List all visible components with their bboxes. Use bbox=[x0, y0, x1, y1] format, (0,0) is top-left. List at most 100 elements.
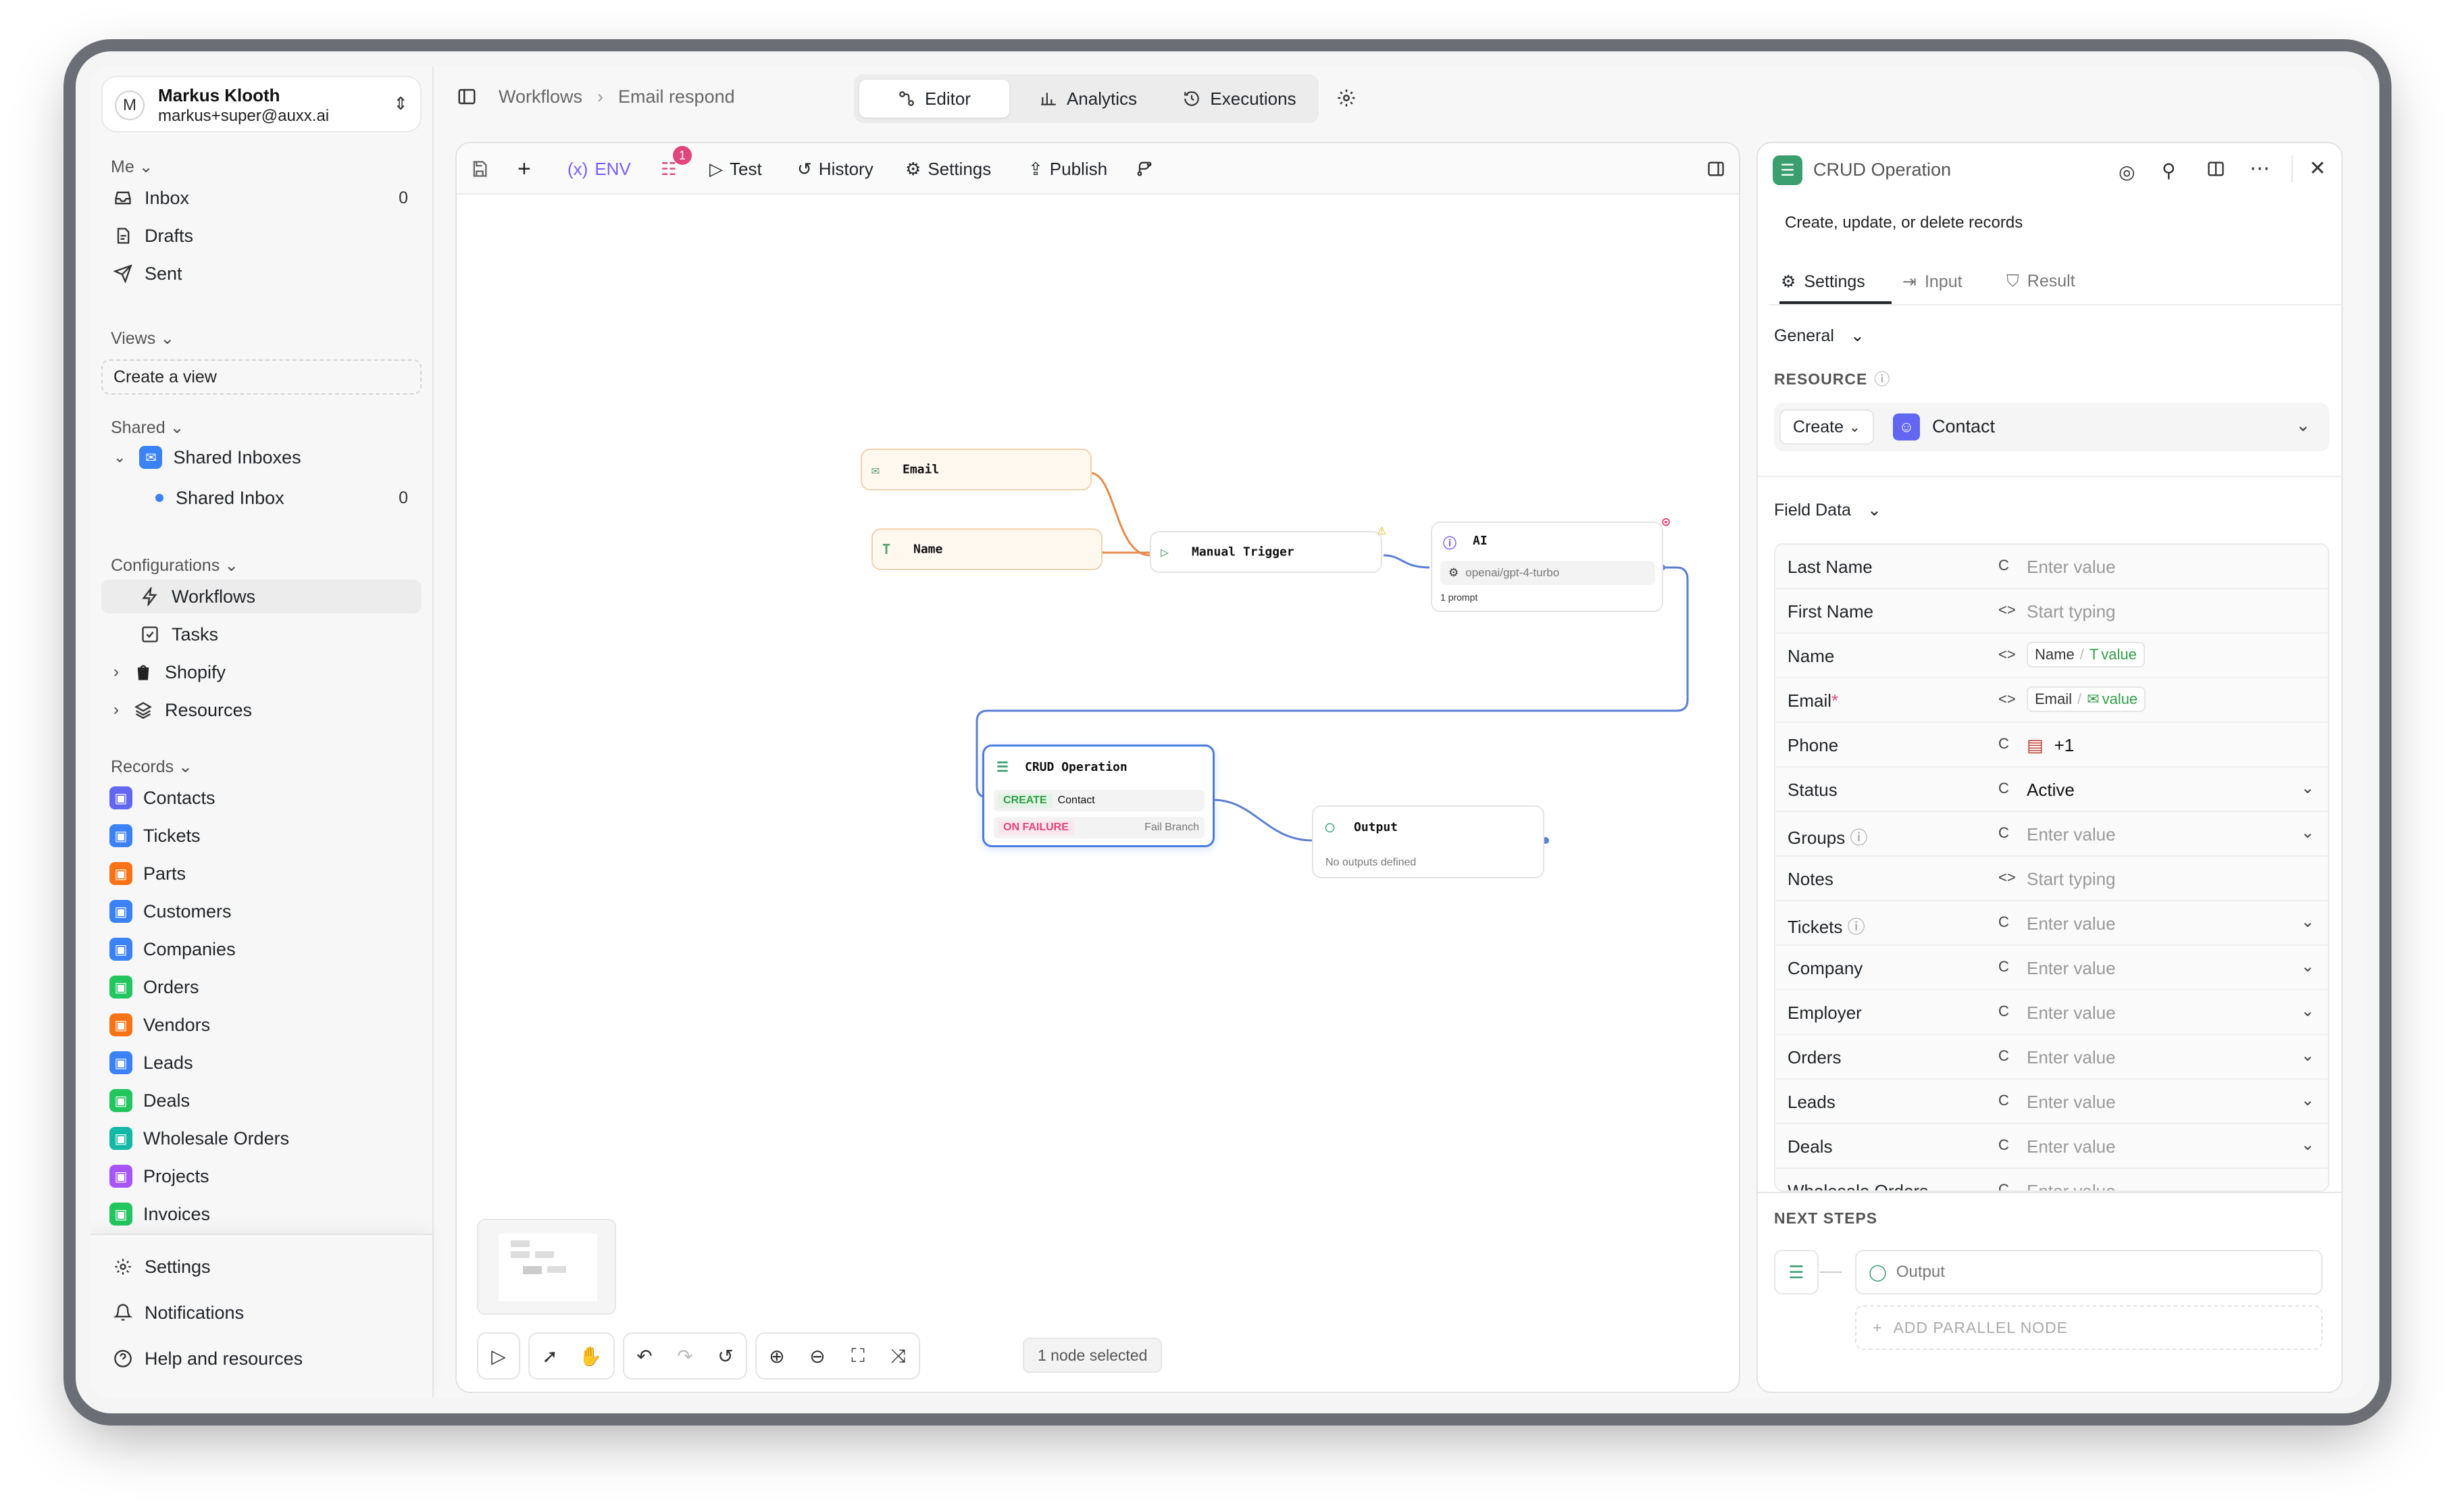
add-node-icon[interactable]: + bbox=[517, 155, 531, 182]
node-output[interactable]: ◯ Output No outputs defined bbox=[1312, 805, 1544, 878]
sidebar-item-inbox[interactable]: Inbox 0 bbox=[101, 181, 422, 215]
sidebar-item-workflows[interactable]: Workflows bbox=[101, 580, 422, 613]
sidebar-item-notifications[interactable]: Notifications bbox=[101, 1296, 422, 1330]
toggle-sidebar-icon[interactable] bbox=[457, 86, 477, 107]
breadcrumb-current[interactable]: Email respond bbox=[618, 86, 735, 107]
sidebar-item-orders[interactable]: ▣Orders bbox=[101, 970, 422, 1004]
cursor-icon[interactable]: ➚ bbox=[542, 1345, 558, 1367]
sidebar-item-settings[interactable]: Settings bbox=[101, 1250, 422, 1284]
breadcrumb-workflows[interactable]: Workflows bbox=[499, 86, 583, 107]
field-mode-icon[interactable]: <> bbox=[1998, 646, 2016, 663]
play-icon[interactable]: ▷ bbox=[491, 1345, 506, 1367]
layout-icon[interactable] bbox=[2206, 159, 2225, 182]
field-mode-icon[interactable]: <> bbox=[1998, 601, 2016, 618]
sidebar-item-shared-inboxes[interactable]: ⌄ ✉ Shared Inboxes bbox=[101, 440, 422, 474]
field-row-notes[interactable]: Notes<>Start typing bbox=[1775, 857, 2328, 901]
save-icon[interactable] bbox=[470, 155, 489, 182]
tab-executions[interactable]: Executions bbox=[1166, 80, 1313, 118]
field-mode-icon[interactable]: C bbox=[1998, 1003, 2009, 1019]
section-configurations[interactable]: Configurations ⌄ bbox=[111, 556, 239, 575]
resource-action-select[interactable]: Create⌄ bbox=[1779, 409, 1874, 445]
sidebar-item-tasks[interactable]: Tasks bbox=[101, 618, 422, 651]
sidebar-item-sent[interactable]: Sent bbox=[101, 257, 422, 291]
create-view-button[interactable]: Create a view bbox=[101, 359, 422, 395]
next-step-output[interactable]: ◯Output bbox=[1855, 1250, 2323, 1294]
field-data-toggle[interactable]: Field Data⌄ bbox=[1774, 501, 1881, 520]
sidebar-item-contacts[interactable]: ▣Contacts bbox=[101, 781, 422, 815]
env-button[interactable]: (x)ENV bbox=[567, 158, 631, 179]
field-mode-icon[interactable]: C bbox=[1998, 913, 2009, 930]
test-button[interactable]: ▷Test bbox=[709, 158, 762, 179]
field-mode-icon[interactable]: <> bbox=[1998, 690, 2016, 707]
field-mode-icon[interactable]: C bbox=[1998, 735, 2009, 752]
sidebar-item-parts[interactable]: ▣Parts bbox=[101, 857, 422, 890]
tab-result[interactable]: ⛉Result bbox=[2006, 272, 2075, 291]
tab-input[interactable]: ⇥Input bbox=[1902, 272, 1963, 292]
field-mode-icon[interactable]: C bbox=[1998, 1181, 2009, 1192]
resource-selector[interactable]: Create⌄ ☺ Contact ⌄ bbox=[1774, 403, 2329, 451]
node-ai[interactable]: ⓘ AI ⚙openai/gpt-4-turbo 1 prompt ⊙ bbox=[1431, 513, 1670, 612]
close-icon[interactable]: ✕ bbox=[2309, 157, 2327, 180]
sidebar-item-projects[interactable]: ▣Projects bbox=[101, 1159, 422, 1193]
sidebar-item-wholesale-orders[interactable]: ▣Wholesale Orders bbox=[101, 1122, 422, 1155]
tab-editor[interactable]: Editor bbox=[859, 80, 1009, 118]
target-icon[interactable]: ◎ bbox=[2119, 161, 2135, 182]
tab-analytics[interactable]: Analytics bbox=[1016, 80, 1161, 118]
field-row-first-name[interactable]: First Name<>Start typing bbox=[1775, 589, 2328, 634]
issues-button[interactable]: ☷ 1 bbox=[661, 146, 692, 182]
undo-icon[interactable]: ↶ bbox=[636, 1345, 653, 1367]
more-icon[interactable]: ⋯ bbox=[2250, 157, 2270, 180]
fit-view-icon[interactable]: ⛶ bbox=[851, 1344, 865, 1366]
sidebar-item-help[interactable]: Help and resources bbox=[101, 1342, 422, 1376]
add-parallel-node-button[interactable]: +ADD PARALLEL NODE bbox=[1855, 1305, 2323, 1350]
field-mode-icon[interactable]: C bbox=[1998, 557, 2009, 574]
sidebar-item-companies[interactable]: ▣Companies bbox=[101, 932, 422, 966]
workflow-canvas[interactable]: + (x)ENV ☷ 1 ▷Test ↺History ⚙Settings ⇪P… bbox=[455, 142, 1740, 1393]
account-switcher[interactable]: M Markus Klooth markus+super@auxx.ai ⇕ bbox=[101, 76, 422, 132]
field-mode-icon[interactable]: <> bbox=[1998, 869, 2016, 886]
minimap[interactable] bbox=[477, 1219, 616, 1315]
node-crud-operation[interactable]: ☰ CRUD Operation CREATE Contact ON FAILU… bbox=[982, 745, 1215, 847]
branch-icon[interactable] bbox=[1135, 155, 1154, 182]
settings-button[interactable]: ⚙Settings bbox=[905, 158, 992, 179]
tab-settings[interactable]: ⚙Settings bbox=[1781, 272, 1865, 292]
field-mode-icon[interactable]: C bbox=[1998, 1136, 2009, 1153]
field-mode-icon[interactable]: C bbox=[1998, 958, 2009, 975]
sidebar-item-invoices[interactable]: ▣Invoices bbox=[101, 1197, 422, 1231]
sidebar-item-tickets[interactable]: ▣Tickets bbox=[101, 819, 422, 853]
field-mode-icon[interactable]: C bbox=[1998, 780, 2009, 797]
toggle-panel-icon[interactable] bbox=[1706, 155, 1725, 182]
pin-icon[interactable]: ⚲ bbox=[2162, 160, 2176, 181]
sidebar-item-drafts[interactable]: Drafts bbox=[101, 219, 422, 253]
zoom-in-icon[interactable]: ⊕ bbox=[769, 1345, 785, 1367]
field-mode-icon[interactable]: C bbox=[1998, 1092, 2009, 1109]
section-views[interactable]: Views ⌄ bbox=[111, 329, 175, 348]
sidebar-item-deals[interactable]: ▣Deals bbox=[101, 1084, 422, 1117]
field-row-email[interactable]: Email*<>Email/✉value bbox=[1775, 678, 2328, 723]
history-button[interactable]: ↺History bbox=[797, 158, 874, 179]
sidebar-item-resources[interactable]: › Resources bbox=[101, 693, 422, 727]
redo-icon[interactable]: ↷ bbox=[677, 1345, 693, 1367]
history-icon[interactable]: ↺ bbox=[717, 1345, 734, 1367]
section-records[interactable]: Records ⌄ bbox=[111, 757, 193, 776]
sidebar-item-shopify[interactable]: › Shopify bbox=[101, 655, 422, 689]
hand-icon[interactable]: ✋ bbox=[578, 1345, 603, 1367]
general-section-toggle[interactable]: General⌄ bbox=[1774, 326, 1865, 345]
sidebar-item-leads[interactable]: ▣Leads bbox=[101, 1046, 422, 1080]
variable-chip[interactable]: Email/✉value bbox=[2027, 686, 2146, 712]
section-shared[interactable]: Shared ⌄ bbox=[111, 418, 184, 437]
shuffle-icon[interactable]: ⤨ bbox=[890, 1344, 907, 1366]
field-mode-icon[interactable]: C bbox=[1998, 824, 2009, 841]
sidebar-item-vendors[interactable]: ▣Vendors bbox=[101, 1008, 422, 1042]
